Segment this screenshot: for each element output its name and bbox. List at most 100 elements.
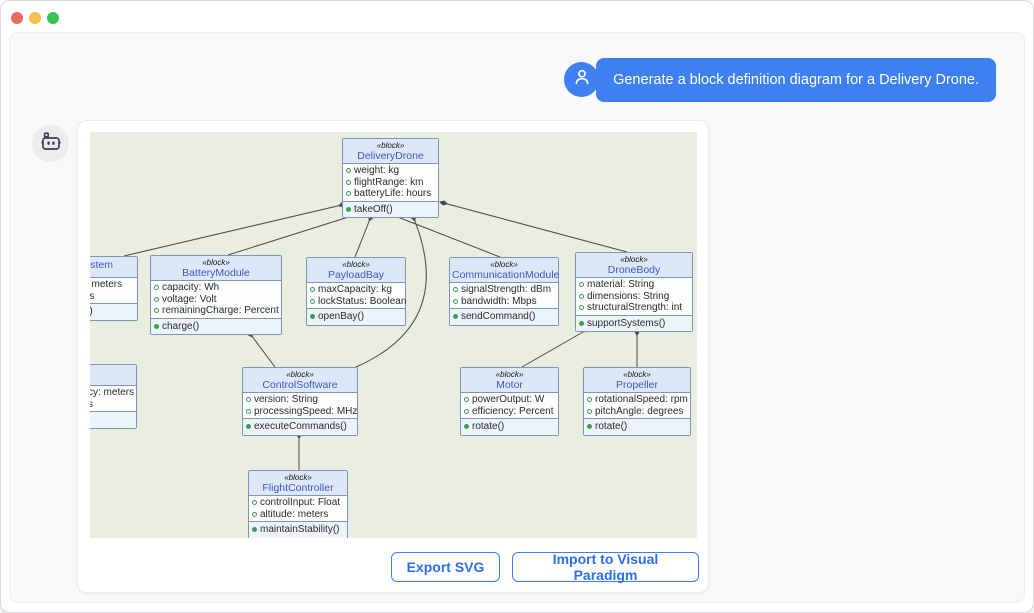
block-operation-row (90, 414, 133, 426)
block-name: ControlSoftware (262, 379, 338, 391)
diagram-edge (227, 212, 359, 256)
member-text: maintainStability() (260, 524, 340, 535)
attribute-circle-icon (587, 397, 592, 403)
block-name: ystem (90, 259, 114, 271)
operation-circle-icon (246, 424, 251, 430)
member-text: takeOff() (354, 203, 393, 215)
attribute-circle-icon (579, 293, 584, 299)
member-text: rotationalSpeed: rpm (595, 394, 688, 405)
block-name: DroneBody (607, 264, 661, 276)
block-operation-row: rotate() (587, 421, 687, 433)
diagram-block-partial-system: ystem: metersrs() (90, 256, 138, 321)
block-header: «block»BatteryModule (151, 256, 281, 281)
block-attribute-row: remainingCharge: Percent (154, 305, 279, 317)
block-attribute-row: capacity: Wh (154, 282, 278, 294)
block-attribute-row: signalStrength: dBm (453, 284, 555, 296)
block-attribute-row: cy: meters (90, 387, 135, 399)
block-header: «block»PayloadBay (307, 258, 405, 283)
member-text: lockStatus: Boolean (318, 295, 407, 307)
block-header: ystem (90, 257, 137, 278)
diagram-edge (123, 202, 347, 257)
block-header: «block»DroneBody (576, 253, 692, 278)
block-stereotype: «block» (342, 260, 370, 269)
block-operation-row: supportSystems() (579, 318, 689, 330)
window-titlebar (1, 1, 1033, 32)
block-attribute-row: controlInput: Float (252, 497, 344, 509)
block-attributes: : metersrs (90, 278, 137, 304)
attribute-circle-icon (154, 285, 159, 291)
zoom-button[interactable] (47, 12, 59, 24)
block-attribute-row: : meters (90, 279, 134, 291)
diagram-edge (247, 330, 276, 368)
member-text: rotate() (595, 421, 628, 432)
block-attribute-row: processingSpeed: MHz (246, 406, 357, 418)
attribute-circle-icon (579, 282, 584, 288)
member-text: s (90, 399, 93, 411)
close-button[interactable] (11, 12, 23, 24)
diagram-block-partial-sensor: cy: meterss (90, 364, 137, 429)
block-header (90, 365, 136, 386)
block-name: CommunicationModule (452, 269, 560, 281)
block-name: Propeller (615, 379, 659, 391)
attribute-circle-icon (252, 511, 257, 517)
member-text: rotate() (472, 421, 505, 432)
block-header: «block»ControlSoftware (243, 368, 357, 393)
member-text: version: String (254, 394, 318, 405)
attribute-circle-icon (464, 408, 469, 414)
operation-circle-icon (453, 314, 458, 320)
member-text: structuralStrength: int (587, 302, 683, 313)
block-stereotype: «block» (376, 141, 405, 150)
block-name: FlightController (262, 482, 334, 494)
member-text: controlInput: Float (260, 497, 341, 508)
robot-icon (40, 131, 62, 157)
minimize-button[interactable] (29, 12, 41, 24)
block-name: BatteryModule (182, 267, 250, 279)
member-text: : meters (90, 279, 123, 290)
user-message-bubble: Generate a block definition diagram for … (596, 58, 996, 102)
member-text: capacity: Wh (162, 282, 220, 293)
member-text: remainingCharge: Percent (162, 305, 279, 316)
block-stereotype: «block» (623, 370, 651, 379)
block-stereotype: «block» (620, 255, 648, 264)
attribute-circle-icon (587, 408, 592, 414)
block-stereotype: «block» (286, 370, 314, 379)
block-operation-row: sendCommand() (453, 311, 555, 323)
person-icon (572, 67, 592, 92)
block-attribute-row: version: String (246, 394, 354, 406)
export-svg-button[interactable]: Export SVG (391, 552, 500, 582)
operation-circle-icon (154, 323, 159, 329)
block-header: «block»DeliveryDrone (343, 139, 438, 164)
block-attribute-row: voltage: Volt (154, 294, 278, 306)
block-header: «block»Motor (461, 368, 558, 393)
block-attribute-row: rs (90, 291, 134, 303)
attribute-circle-icon (154, 308, 159, 314)
member-text: pitchAngle: degrees (595, 405, 684, 417)
member-text: openBay() (318, 311, 365, 322)
block-operations: openBay() (307, 309, 405, 325)
block-attribute-row: bandwidth: Mbps (453, 296, 555, 308)
attribute-circle-icon (579, 305, 584, 311)
member-text: cy: meters (90, 387, 135, 398)
block-attribute-row: powerOutput: W (464, 394, 555, 406)
member-text: voltage: Volt (162, 293, 217, 305)
member-text: charge() (162, 320, 200, 332)
block-operations: rotate() (584, 419, 690, 435)
attribute-circle-icon (346, 168, 351, 174)
block-operation-row: rotate() (464, 421, 555, 433)
block-operations: charge() (151, 318, 281, 334)
import-visual-paradigm-button[interactable]: Import to Visual Paradigm (512, 551, 699, 583)
member-text: bandwidth: Mbps (461, 295, 537, 307)
block-operations: rotate() (461, 419, 558, 435)
block-attribute-row: pitchAngle: degrees (587, 406, 687, 418)
block-name: DeliveryDrone (357, 150, 424, 162)
chat-panel: Generate a block definition diagram for … (9, 32, 1025, 603)
member-text: supportSystems() (587, 317, 666, 329)
